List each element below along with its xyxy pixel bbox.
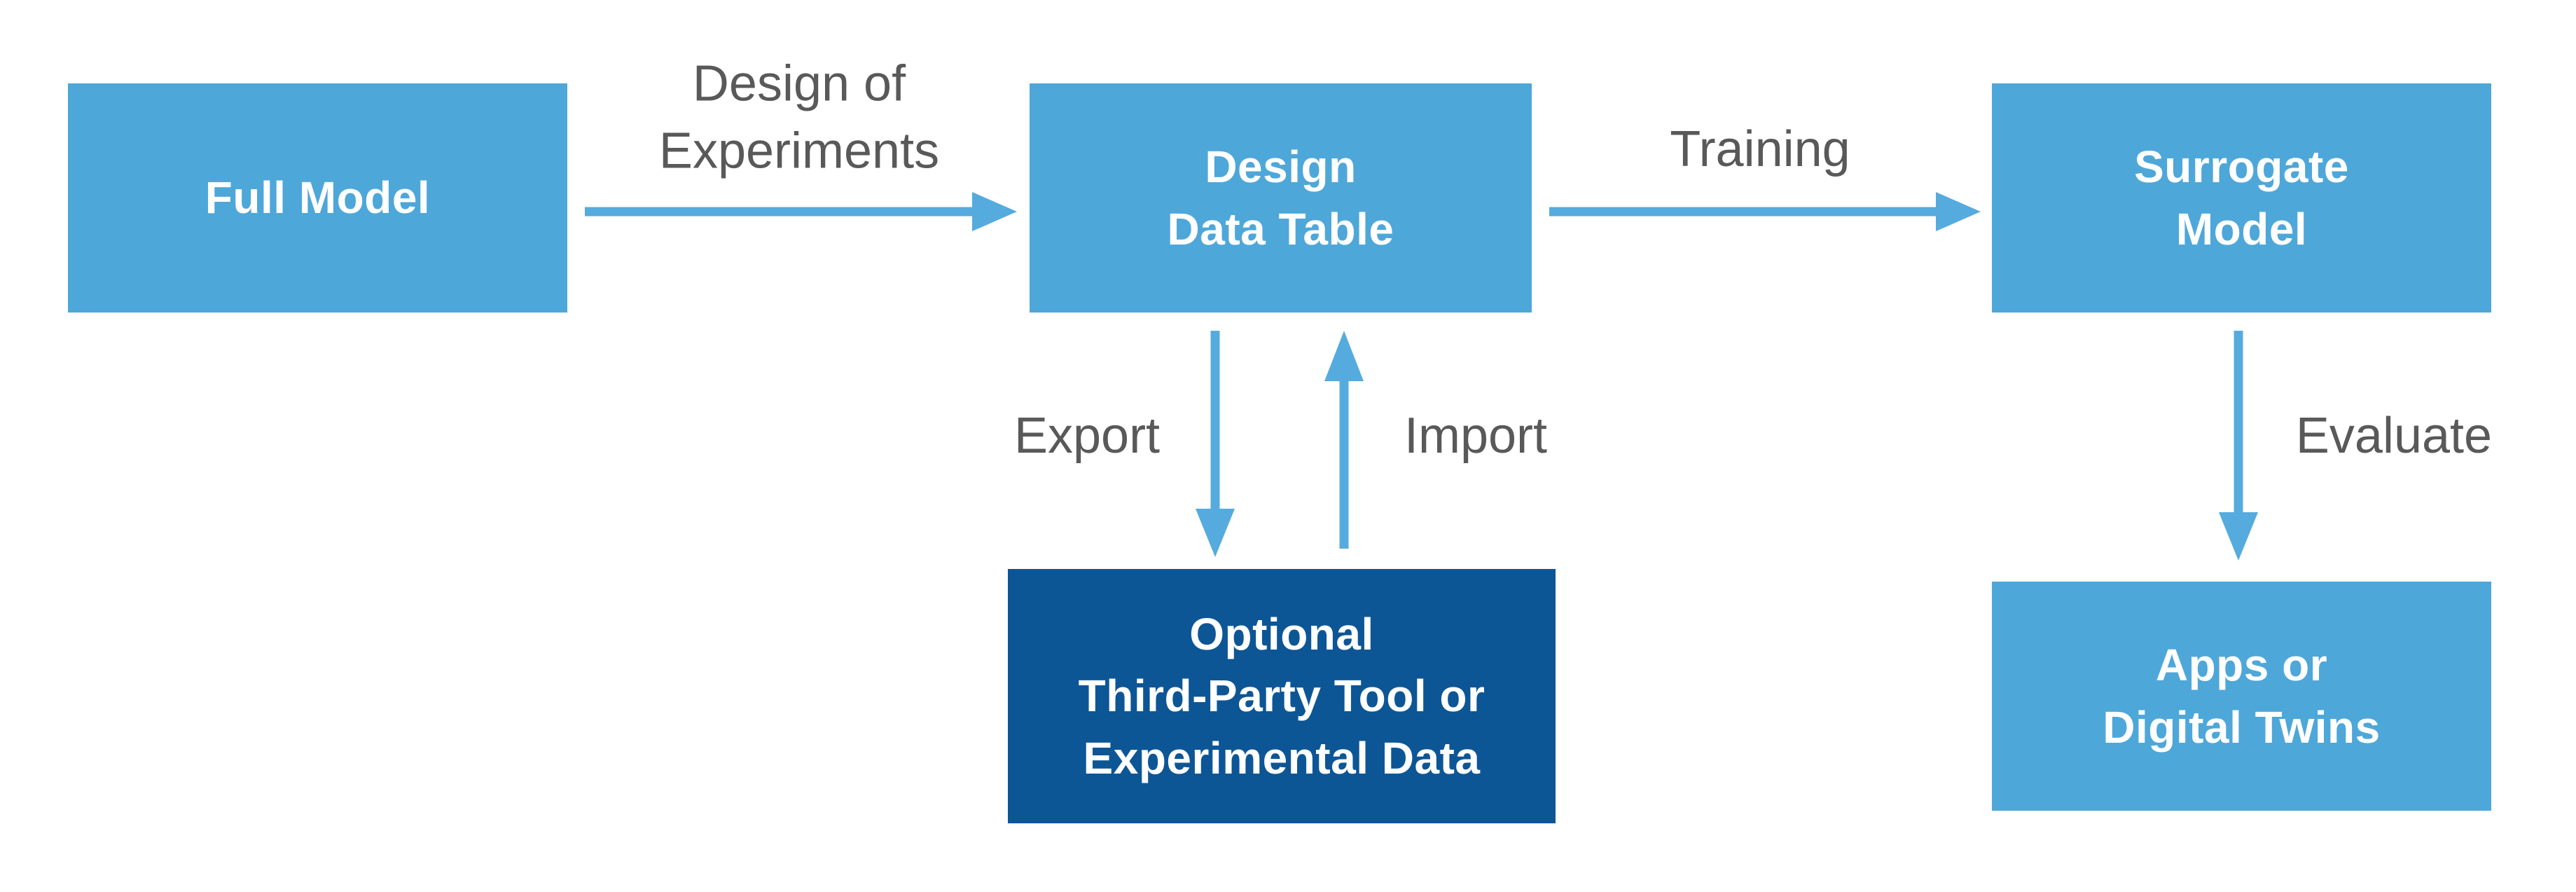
optional-third-party-tool-label: Optional Third-Party Tool or Experimenta…: [1078, 609, 1486, 783]
apps-or-digital-twins-label: Apps or Digital Twins: [2103, 640, 2381, 753]
apps-or-digital-twins-box: Apps or Digital Twins: [1992, 582, 2491, 811]
training-arrow: [1549, 192, 1981, 231]
evaluate-arrow: [2219, 331, 2258, 561]
design-of-experiments-arrow: [585, 192, 1017, 231]
training-label: Training: [1670, 121, 1850, 178]
design-data-table-box: Design Data Table: [1030, 83, 1532, 313]
export-label: Export: [1013, 408, 1161, 465]
import-label: Import: [1404, 408, 1548, 465]
export-arrow: [1196, 331, 1235, 557]
full-model-box: Full Model: [68, 83, 567, 313]
optional-third-party-tool-box: Optional Third-Party Tool or Experimenta…: [1008, 569, 1556, 823]
full-model-label: Full Model: [205, 172, 431, 224]
design-of-experiments-label: Design of Experiments: [658, 55, 940, 179]
import-arrow: [1324, 331, 1364, 549]
surrogate-model-box: Surrogate Model: [1992, 83, 2491, 313]
surrogate-model-label: Surrogate Model: [2134, 142, 2349, 254]
evaluate-label: Evaluate: [2295, 408, 2493, 465]
design-data-table-label: Design Data Table: [1167, 142, 1394, 254]
